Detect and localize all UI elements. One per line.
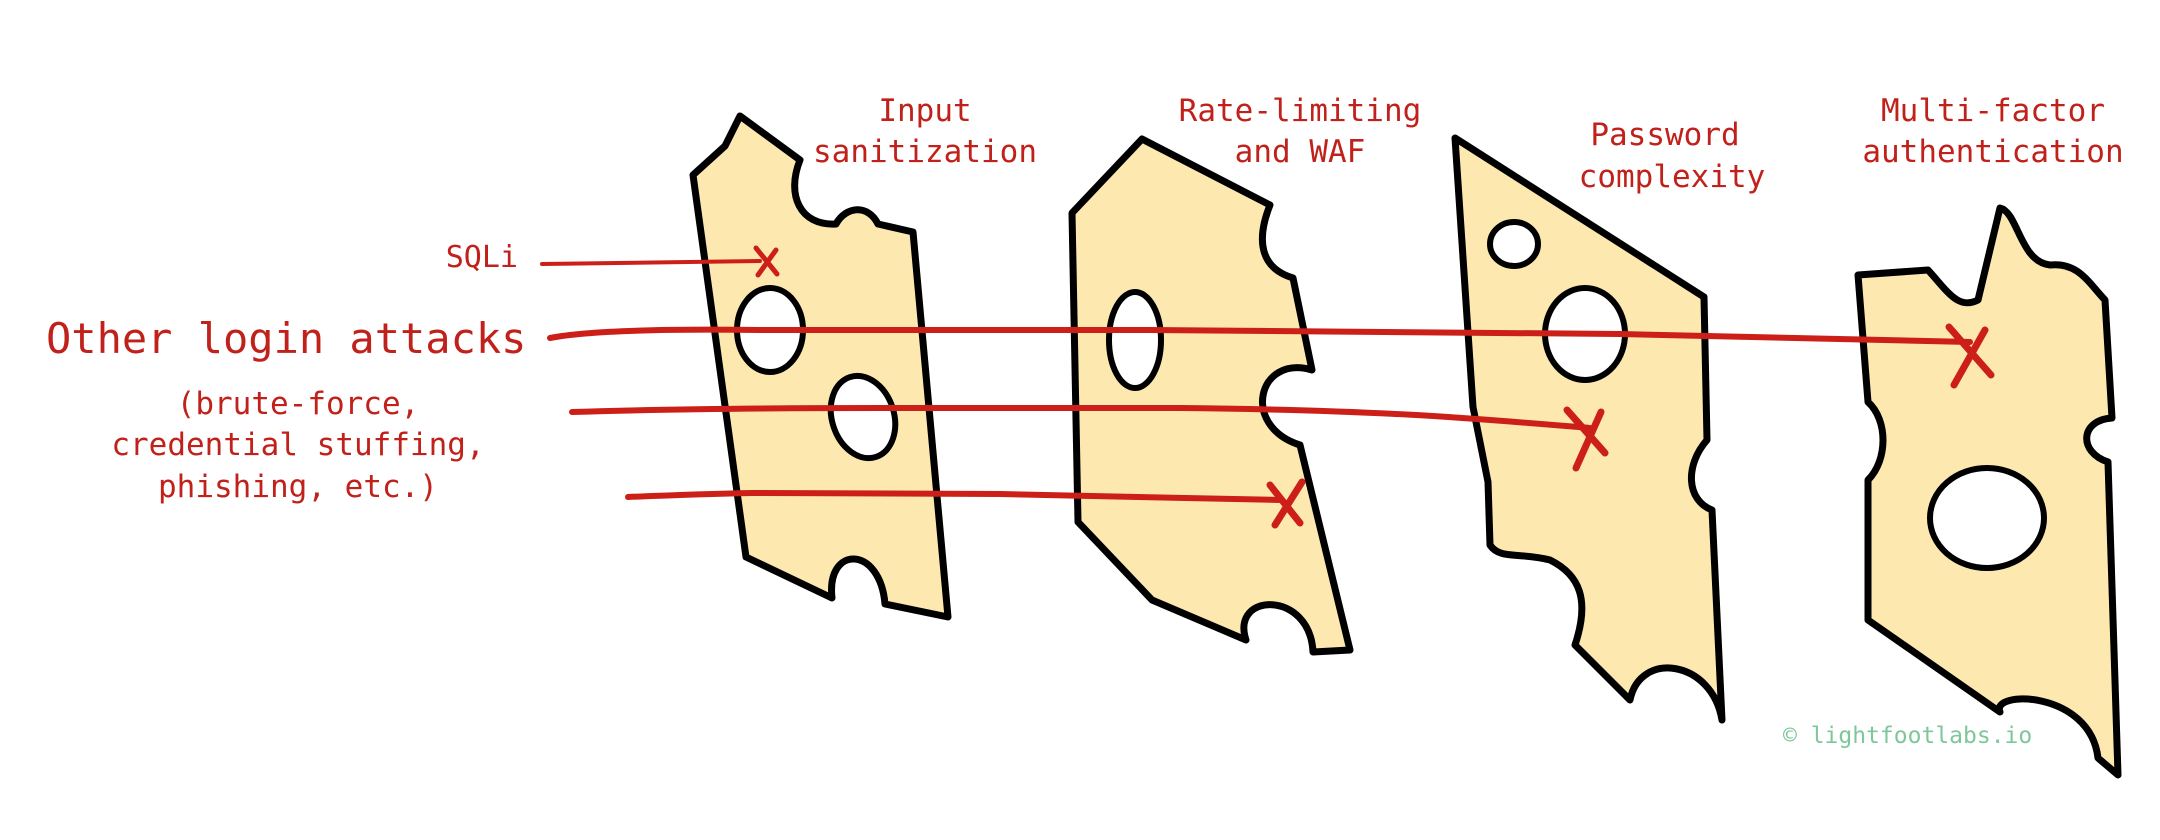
other-attacks-detail-3: phishing, etc.) bbox=[158, 469, 438, 505]
cheese-slice-input-sanitization bbox=[689, 112, 952, 621]
layer-label-input-line1: Input bbox=[878, 93, 971, 129]
other-attacks-detail-1: (brute-force, bbox=[177, 386, 420, 422]
other-attacks-detail-2: credential stuffing, bbox=[111, 427, 484, 463]
x-mark-password bbox=[1563, 406, 1609, 472]
cheese-slice-rate-limiting bbox=[1068, 135, 1354, 656]
credit-text: © lightfootlabs.io bbox=[1783, 723, 2032, 749]
x-mark-mfa bbox=[1945, 323, 1995, 389]
cheese-slice-4-body bbox=[1854, 204, 2122, 779]
cheese-slice-3-hole-1 bbox=[1487, 219, 1541, 269]
cheese-slice-2-body bbox=[1068, 135, 1354, 656]
x-mark-rate-limiting bbox=[1266, 478, 1306, 529]
attack-labels: SQLi Other login attacks (brute-force, c… bbox=[46, 240, 526, 505]
layer-label-password-line2: complexity bbox=[1579, 159, 1766, 195]
login-attack-arrow-3 bbox=[625, 489, 1283, 503]
cheese-slice-1-body bbox=[689, 112, 952, 621]
login-attack-arrow-2 bbox=[569, 405, 1593, 431]
x-mark-sqli bbox=[753, 245, 780, 278]
layer-label-rate-line2: and WAF bbox=[1235, 134, 1366, 170]
attack-arrows bbox=[540, 259, 1973, 503]
other-attacks-title: Other login attacks bbox=[46, 314, 526, 363]
layer-label-mfa-line1: Multi-factor bbox=[1881, 93, 2105, 129]
layer-label-input-line2: sanitization bbox=[813, 134, 1037, 170]
cheese-slice-multi-factor bbox=[1854, 204, 2122, 779]
sqli-arrow bbox=[540, 259, 762, 266]
sqli-label: SQLi bbox=[446, 240, 518, 275]
layer-label-mfa-line2: authentication bbox=[1862, 134, 2123, 170]
layer-label-rate-line1: Rate-limiting bbox=[1179, 93, 1422, 129]
layer-labels: Input sanitization Rate-limiting and WAF… bbox=[813, 93, 2124, 195]
layer-label-password-line1: Password bbox=[1590, 117, 1739, 153]
login-attack-arrow-1 bbox=[547, 326, 1973, 345]
cheese-slice-4-hole-1 bbox=[1927, 465, 2047, 571]
block-markers bbox=[753, 245, 1995, 529]
cheese-slice-2-hole-1 bbox=[1106, 289, 1164, 391]
